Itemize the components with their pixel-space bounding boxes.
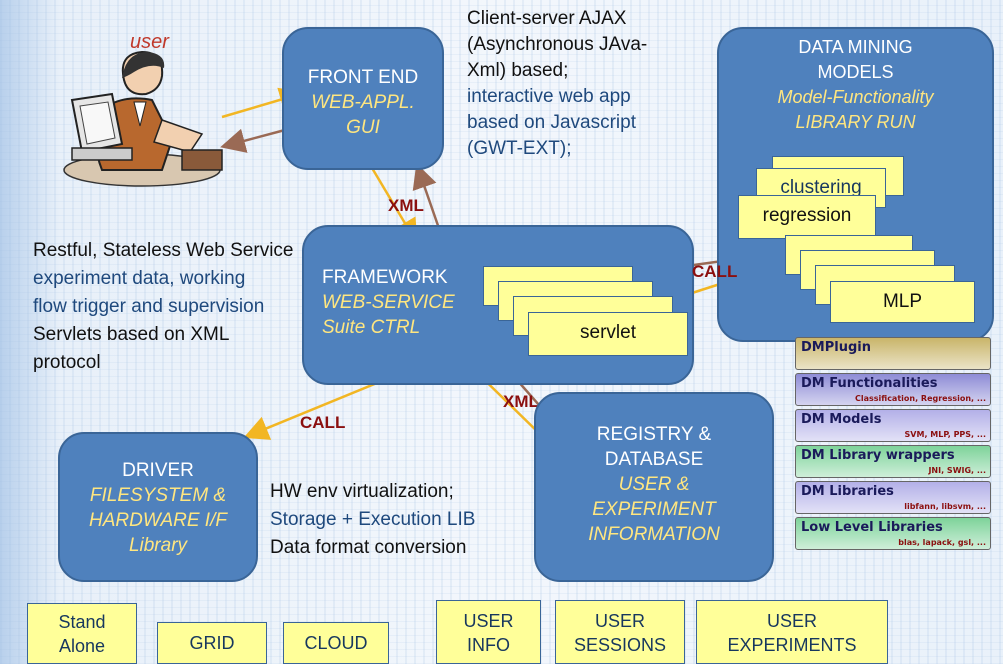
frontend-line2: GUI <box>346 117 380 138</box>
dm-layer-title: DM Models <box>801 412 882 427</box>
ajax-description: Client-server AJAX (Asynchronous JAva- X… <box>467 8 648 159</box>
dm-layer-subtitle: SVM, MLP, PPS, ... <box>904 430 986 439</box>
user-label: user <box>130 31 169 53</box>
frontend-node: FRONT END WEB-APPL. GUI <box>282 27 444 170</box>
dm-layer-subtitle: JNI, SWIG, ... <box>928 466 986 475</box>
call-label-left: CALL <box>300 413 346 432</box>
dm-layer-title: DM Libraries <box>801 484 894 499</box>
dm-layer-title: DM Functionalities <box>801 376 938 391</box>
mlp-card: MLP <box>830 281 975 323</box>
frontend-line1: WEB-APPL. <box>311 92 415 113</box>
dm-layer-0: DMPlugin <box>795 337 991 370</box>
xml-label-bottom: XML <box>503 392 539 411</box>
frontend-title: FRONT END <box>307 67 419 88</box>
driver-node: DRIVER FILESYSTEM & HARDWARE I/F Library <box>58 432 258 582</box>
user-at-computer-icon <box>63 50 223 187</box>
grid-box: GRID <box>157 622 267 664</box>
rest-description: Restful, Stateless Web Service experimen… <box>33 240 294 373</box>
hw-description: HW env virtualization; Storage + Executi… <box>270 481 476 558</box>
dm-layer-subtitle: Classification, Regression, ... <box>854 394 986 403</box>
dm-layer-title: DM Library wrappers <box>801 448 955 463</box>
xml-label-top: XML <box>388 196 424 215</box>
dm-layer-4: DM Libraries libfann, libsvm, ... <box>795 481 991 514</box>
dm-layer-subtitle: libfann, libsvm, ... <box>904 502 986 511</box>
dm-layer-5: Low Level Libraries blas, lapack, gsl, ..… <box>795 517 991 550</box>
registry-node: REGISTRY & DATABASE USER & EXPERIMENT IN… <box>534 392 774 582</box>
dm-layer-title: DMPlugin <box>801 340 871 355</box>
servlet-card: servlet <box>528 312 688 356</box>
call-label-right: CALL <box>692 262 738 281</box>
regression-card: regression <box>738 195 876 239</box>
cloud-box: CLOUD <box>283 622 389 664</box>
dm-layer-title: Low Level Libraries <box>801 520 943 535</box>
dm-layer-subtitle: blas, lapack, gsl, ... <box>898 538 986 547</box>
